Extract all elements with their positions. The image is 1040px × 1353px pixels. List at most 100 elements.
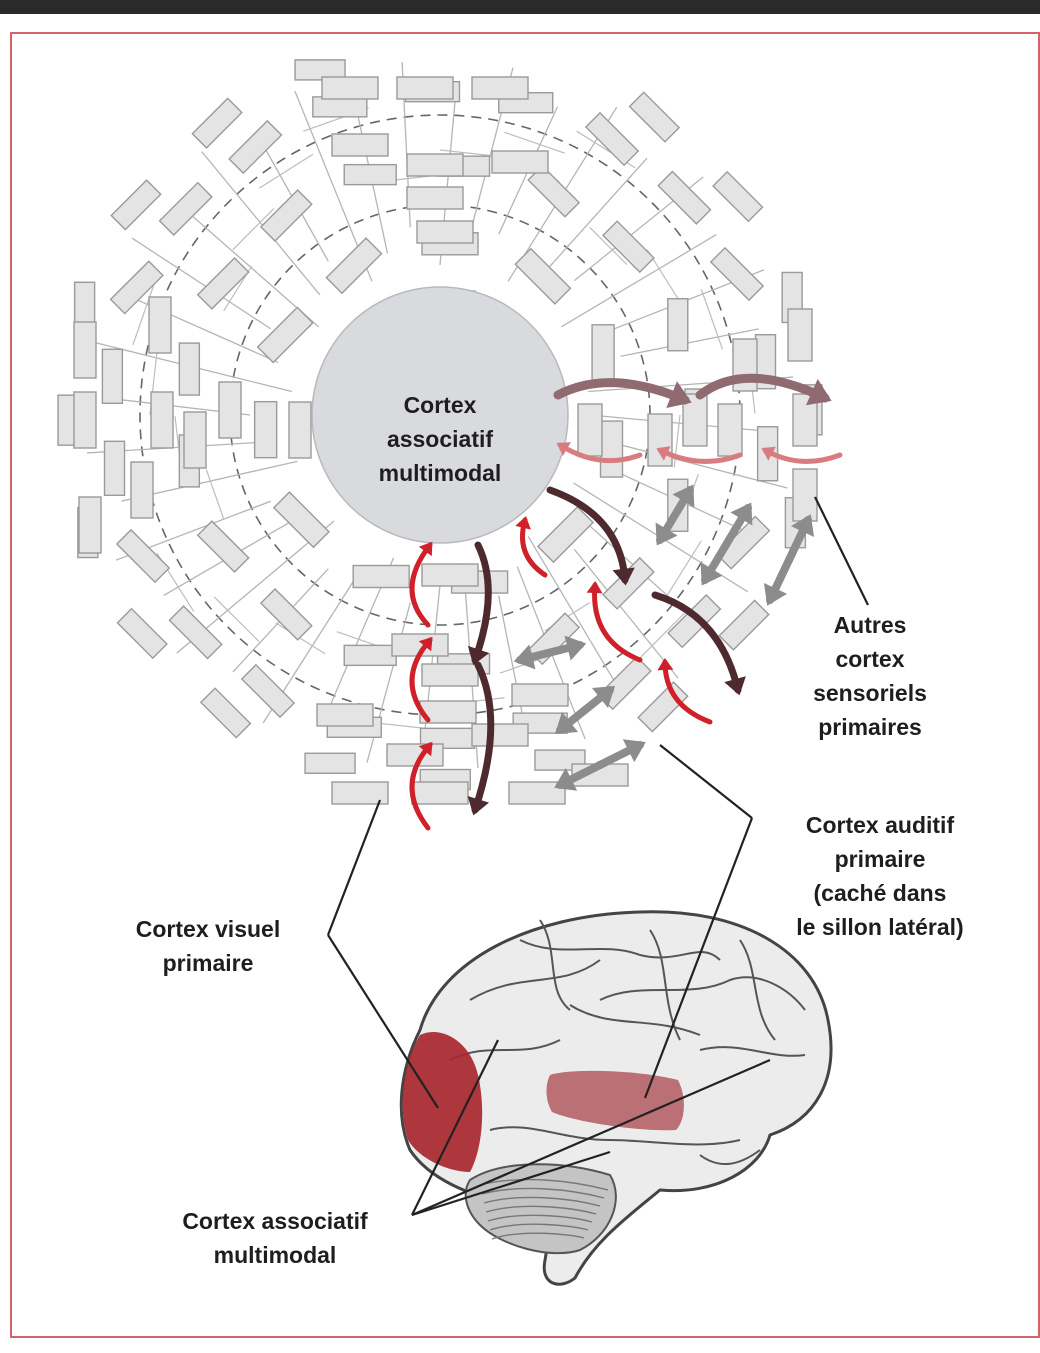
- module-box: [658, 172, 710, 224]
- module-box: [313, 97, 367, 117]
- connector-line: [505, 132, 565, 153]
- red-arrow-head: [657, 658, 673, 670]
- connector-line: [668, 541, 702, 595]
- label-line: Autres: [785, 608, 955, 642]
- label-line: Cortex: [335, 388, 545, 422]
- label-line: multimodal: [335, 456, 545, 490]
- module-box: [105, 441, 125, 495]
- label-line: Cortex auditif: [760, 808, 1000, 842]
- module-box: [387, 744, 443, 766]
- module-box: [417, 221, 473, 243]
- module-box: [74, 322, 96, 378]
- red-arrow-head: [587, 581, 603, 593]
- module-box: [151, 392, 173, 448]
- module-box: [397, 77, 453, 99]
- module-box: [711, 248, 763, 300]
- brain-illustration: [401, 912, 831, 1284]
- module-box: [512, 684, 568, 706]
- module-box: [102, 349, 122, 403]
- module-box: [412, 782, 468, 804]
- label-associative-cortex: Cortex associatif multimodal: [140, 1204, 410, 1272]
- module-box: [117, 530, 169, 582]
- module-box: [353, 566, 409, 588]
- module-box: [179, 343, 199, 395]
- module-box: [592, 325, 614, 381]
- label-line: multimodal: [140, 1238, 410, 1272]
- module-box: [422, 564, 478, 586]
- module-box: [603, 558, 654, 609]
- module-box: [586, 113, 638, 165]
- module-box: [201, 688, 250, 737]
- module-box: [638, 682, 687, 731]
- module-box: [630, 92, 679, 141]
- connector-line: [206, 469, 224, 519]
- module-box: [538, 507, 593, 562]
- module-box: [648, 414, 672, 466]
- connector-line: [259, 154, 313, 188]
- module-box: [305, 753, 355, 773]
- label-line: Cortex associatif: [140, 1204, 410, 1238]
- mauve-arrow: [558, 383, 685, 400]
- module-box: [219, 382, 241, 438]
- module-box: [261, 190, 312, 241]
- module-box: [788, 309, 812, 361]
- module-box: [718, 404, 742, 456]
- module-box: [515, 249, 570, 304]
- label-line: primaire: [760, 842, 1000, 876]
- module-box: [713, 172, 762, 221]
- module-box: [131, 462, 153, 518]
- module-box: [117, 609, 166, 658]
- module-box: [255, 402, 277, 458]
- grey-double-arrow-head: [564, 636, 586, 661]
- module-box: [149, 297, 171, 353]
- label-line: sensoriels: [785, 676, 955, 710]
- module-box: [793, 469, 817, 521]
- leader-auditif-a: [660, 745, 752, 818]
- module-box: [422, 664, 478, 686]
- module-box: [261, 589, 312, 640]
- label-line: (caché dans: [760, 876, 1000, 910]
- module-box: [258, 307, 313, 362]
- module-box: [192, 98, 241, 147]
- module-box: [492, 151, 548, 173]
- module-box: [472, 77, 528, 99]
- module-box: [274, 492, 329, 547]
- module-box: [603, 221, 654, 272]
- module-box: [332, 134, 388, 156]
- module-box: [668, 299, 688, 351]
- label-visual-cortex: Cortex visuel primaire: [108, 912, 308, 980]
- label-line: primaires: [785, 710, 955, 744]
- label-line: le sillon latéral): [760, 910, 1000, 944]
- module-box: [169, 606, 221, 658]
- label-auditory-cortex: Cortex auditif primaire (caché dans le s…: [760, 808, 1000, 944]
- leader-visuel-top: [328, 800, 380, 935]
- module-box: [344, 645, 396, 665]
- module-box: [74, 392, 96, 448]
- module-box: [198, 521, 249, 572]
- brain-cerebellum: [466, 1164, 616, 1253]
- module-box: [472, 724, 528, 746]
- module-box: [407, 187, 463, 209]
- module-box: [79, 497, 101, 553]
- connector-line: [528, 536, 620, 691]
- module-box: [229, 121, 281, 173]
- module-box: [111, 180, 160, 229]
- connector-line: [367, 603, 410, 763]
- label-line: associatif: [335, 422, 545, 456]
- leader-autres: [815, 497, 868, 605]
- module-box: [317, 704, 373, 726]
- module-box: [326, 238, 381, 293]
- dark-arrow: [475, 545, 488, 660]
- module-box: [322, 77, 378, 99]
- module-box: [407, 154, 463, 176]
- label-autres-cortex: Autres cortex sensoriels primaires: [785, 608, 955, 744]
- module-box: [344, 165, 396, 185]
- module-box: [289, 402, 311, 458]
- module-box: [719, 600, 768, 649]
- red-arrow-head: [515, 516, 531, 530]
- module-box: [578, 404, 602, 456]
- label-line: primaire: [108, 946, 308, 980]
- module-box: [601, 421, 623, 477]
- label-line: cortex: [785, 642, 955, 676]
